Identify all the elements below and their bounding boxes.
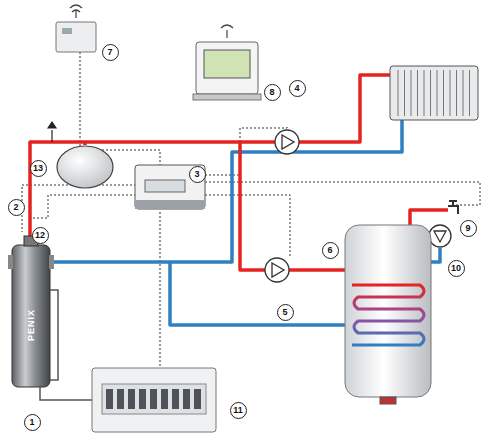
- radiator-fin: [430, 70, 431, 116]
- radiator-fin: [437, 70, 438, 116]
- callout-number: 2: [8, 199, 25, 216]
- callout-number: 3: [189, 166, 206, 183]
- radiator: [390, 66, 478, 120]
- callout-number: 6: [322, 242, 339, 259]
- controller-unit: [135, 165, 205, 209]
- radiator-fin: [398, 70, 399, 116]
- control-wire: [22, 52, 480, 368]
- circuit-breaker: [172, 389, 179, 409]
- electrical-panel: [92, 368, 216, 432]
- callout-number: 12: [32, 227, 49, 244]
- radiator-fin: [469, 70, 470, 116]
- circuit-breaker: [161, 389, 168, 409]
- callout-number: 7: [102, 44, 119, 61]
- radiator-fin: [404, 70, 405, 116]
- callout-number: 1: [24, 414, 41, 431]
- room-thermostat: [193, 25, 261, 100]
- circuit-breaker: [117, 389, 124, 409]
- callout-number: 5: [277, 304, 294, 321]
- callout-number: 13: [30, 160, 47, 177]
- radiator-fin: [424, 70, 425, 116]
- callout-number: 9: [460, 220, 477, 237]
- circuit-breaker: [128, 389, 135, 409]
- hot-water-tap: [448, 201, 458, 214]
- circuit-breaker: [106, 389, 113, 409]
- circuit-breaker: [194, 389, 201, 409]
- circuit-breaker: [183, 389, 190, 409]
- callout-number: 10: [448, 260, 465, 277]
- callout-number: 4: [289, 80, 306, 97]
- hot-water-tank: [345, 225, 431, 404]
- callout-number: 8: [264, 84, 281, 101]
- radiator-fin: [417, 70, 418, 116]
- callout-number: 11: [230, 402, 247, 419]
- radiator-fin: [411, 70, 412, 116]
- circuit-breaker: [139, 389, 146, 409]
- radiator-fin: [450, 70, 451, 116]
- expansion-vessel: [57, 146, 113, 188]
- air-vent: [48, 122, 56, 142]
- circuit-breaker: [150, 389, 157, 409]
- radiator-fin: [463, 70, 464, 116]
- electric-boiler: [8, 236, 92, 400]
- radiator-fin: [456, 70, 457, 116]
- wireless-receiver: [56, 5, 96, 52]
- brand-label: PENIX: [26, 309, 36, 341]
- radiator-fin: [443, 70, 444, 116]
